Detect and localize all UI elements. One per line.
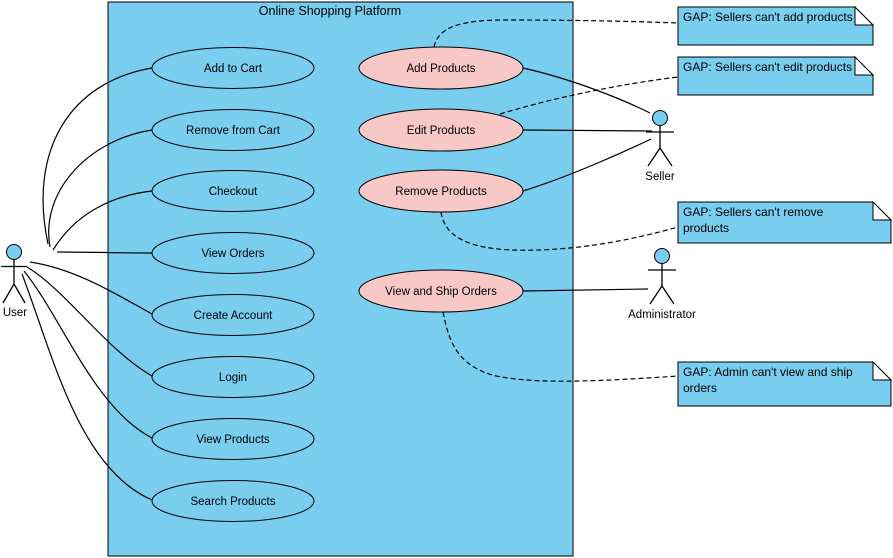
association-user-search-products xyxy=(21,273,153,501)
note-shape xyxy=(677,361,892,407)
note-text: GAP: Sellers can't edit products xyxy=(683,60,853,74)
use-case-checkout[interactable]: Checkout xyxy=(151,170,315,212)
association-user-add-to-cart xyxy=(42,67,153,245)
note-fold-icon xyxy=(854,55,875,76)
association-user-remove-from-cart xyxy=(48,129,153,248)
use-case-ellipse xyxy=(151,480,315,522)
use-case-label: View and Ship Orders xyxy=(385,286,497,298)
use-case-remove-from-cart[interactable]: Remove from Cart xyxy=(151,109,315,151)
association-user-login xyxy=(26,266,153,377)
use-case-label: Search Products xyxy=(190,496,275,508)
use-case-ellipse xyxy=(151,47,315,89)
note-text: GAP: Sellers can't remove products xyxy=(683,205,824,235)
association-user-view-products xyxy=(23,270,153,439)
actor-head xyxy=(654,248,670,264)
use-case-label: View Products xyxy=(196,434,270,446)
association-seller-remove-products xyxy=(522,138,652,192)
use-case-ellipse xyxy=(151,170,315,212)
note-gap-edit-products[interactable]: GAP: Sellers can't edit products xyxy=(677,55,875,96)
use-case-edit-products[interactable]: Edit Products xyxy=(358,108,524,152)
use-case-label: View Orders xyxy=(201,248,264,260)
actor-head xyxy=(6,244,22,260)
note-shape xyxy=(677,6,874,46)
actor-label: User xyxy=(3,307,27,319)
use-case-search-products[interactable]: Search Products xyxy=(151,480,315,522)
system-boundary-title: Online Shopping Platform xyxy=(259,4,401,18)
actor-seller[interactable]: Seller xyxy=(645,110,675,184)
use-case-ellipse xyxy=(358,108,524,152)
use-case-ellipse xyxy=(151,232,315,274)
use-case-label: Login xyxy=(219,372,247,384)
use-case-label: Edit Products xyxy=(407,125,476,137)
note-shape xyxy=(677,201,892,244)
use-case-ellipse xyxy=(358,269,524,313)
actor-head xyxy=(652,110,668,126)
actor-user[interactable]: User xyxy=(1,244,27,320)
note-text: GAP: Sellers can't add products xyxy=(683,10,853,24)
associations-user xyxy=(21,67,153,501)
use-case-ellipse xyxy=(151,418,315,460)
note-text: GAP: Admin can't view and ship orders xyxy=(683,365,853,395)
use-case-view-orders[interactable]: View Orders xyxy=(151,232,315,274)
use-case-ellipse xyxy=(358,169,524,213)
use-case-login[interactable]: Login xyxy=(151,356,315,398)
note-fold-icon xyxy=(872,200,893,221)
actor-right-leg xyxy=(13,283,26,304)
use-case-ellipse xyxy=(151,356,315,398)
use-case-label: Checkout xyxy=(209,186,258,198)
actor-left-leg xyxy=(647,147,661,167)
association-user-create-account xyxy=(29,261,153,315)
use-case-create-account[interactable]: Create Account xyxy=(151,294,315,336)
association-seller-edit-products xyxy=(522,129,653,132)
use-case-view-and-ship-orders[interactable]: View and Ship Orders xyxy=(358,269,524,313)
use-case-label: Add to Cart xyxy=(204,63,263,75)
actor-right-leg xyxy=(661,285,675,305)
note-fold-icon xyxy=(854,5,875,26)
association-user-view-orders xyxy=(56,251,153,254)
anchor-add-products-note xyxy=(433,19,679,48)
association-admin-view-and-ship-orders xyxy=(522,288,649,292)
use-case-label: Remove Products xyxy=(395,186,487,198)
actor-left-leg xyxy=(2,283,15,304)
use-case-add-to-cart[interactable]: Add to Cart xyxy=(151,47,315,89)
note-anchors xyxy=(433,19,679,382)
use-case-ellipse xyxy=(358,46,524,90)
use-case-ellipse xyxy=(151,294,315,336)
note-gap-remove-products[interactable]: GAP: Sellers can't remove products xyxy=(677,200,893,244)
anchor-remove-products-note xyxy=(440,211,679,251)
association-seller-add-products xyxy=(522,67,651,114)
use-case-ellipse xyxy=(151,109,315,151)
use-case-label: Create Account xyxy=(194,310,273,322)
note-fold-icon xyxy=(872,360,893,381)
actor-left-leg xyxy=(649,285,663,305)
actor-label: Administrator xyxy=(628,309,696,321)
associations-seller xyxy=(522,67,653,192)
use-case-view-products[interactable]: View Products xyxy=(151,418,315,460)
use-case-label: Add Products xyxy=(406,63,475,75)
actor-label: Seller xyxy=(645,171,675,183)
note-shape xyxy=(677,56,874,96)
use-case-label: Remove from Cart xyxy=(186,125,281,137)
note-gap-add-products[interactable]: GAP: Sellers can't add products xyxy=(677,5,875,46)
anchor-edit-products-note xyxy=(499,76,679,115)
association-user-checkout xyxy=(52,190,153,251)
actor-administrator[interactable]: Administrator xyxy=(628,248,696,322)
use-case-add-products[interactable]: Add Products xyxy=(358,46,524,90)
actor-right-leg xyxy=(659,147,673,167)
use-case-remove-products[interactable]: Remove Products xyxy=(358,169,524,213)
note-gap-view-ship-orders[interactable]: GAP: Admin can't view and ship orders xyxy=(677,360,893,407)
